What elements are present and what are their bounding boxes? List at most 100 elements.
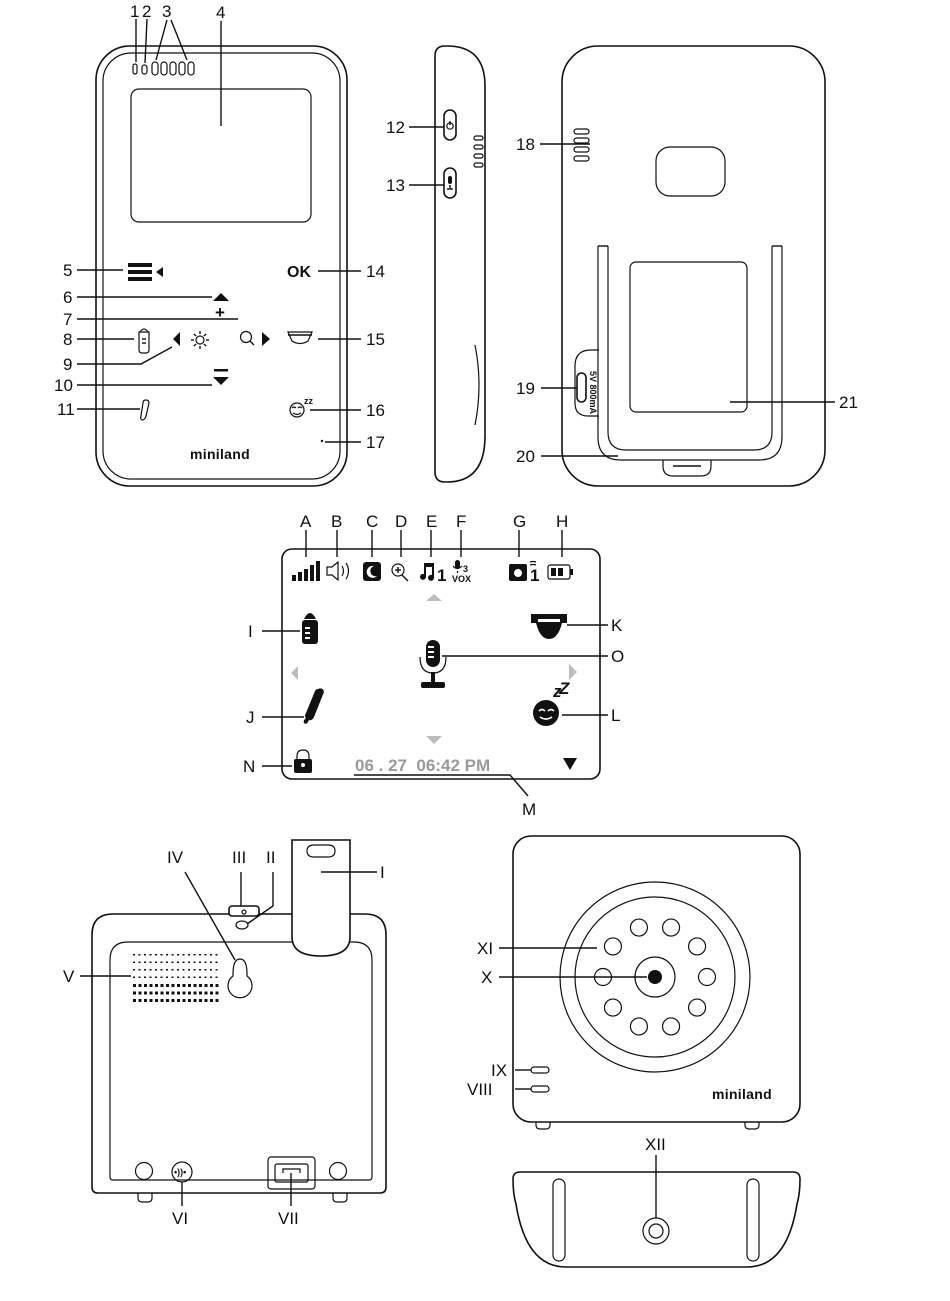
callout-2: 2 — [142, 2, 151, 21]
callout-5: 5 — [63, 261, 72, 280]
speaker-dot — [150, 984, 153, 987]
speaker-dot — [172, 962, 174, 964]
speaker-dot — [161, 984, 164, 987]
speaker-dot — [194, 992, 197, 995]
camera-bottom-view: XII — [513, 1135, 800, 1267]
speaker-dot — [205, 977, 207, 979]
speaker-dot — [177, 992, 180, 995]
callout-1: 1 — [130, 2, 139, 21]
speaker-dot — [183, 962, 185, 964]
callout-M: M — [522, 800, 536, 819]
speaker-dot — [166, 999, 169, 1002]
speaker-dot — [133, 969, 135, 971]
speaker-dot — [172, 984, 175, 987]
callout-21: 21 — [839, 393, 858, 412]
speaker-dot — [194, 962, 196, 964]
speaker-dot — [133, 954, 135, 956]
callout-XII: XII — [645, 1135, 666, 1154]
callout-IX: IX — [491, 1061, 507, 1080]
callout-N: N — [243, 757, 255, 776]
night-mode-icon — [363, 562, 381, 581]
callout-E: E — [426, 512, 437, 531]
callout-9: 9 — [63, 355, 72, 374]
callout-L: L — [611, 706, 620, 725]
speaker-dot — [188, 962, 190, 964]
speaker-dot — [166, 977, 168, 979]
speaker-dot — [150, 992, 153, 995]
speaker-dot — [150, 969, 152, 971]
callout-D: D — [395, 512, 407, 531]
callout-I-screen: I — [248, 622, 253, 641]
callout-15: 15 — [366, 330, 385, 349]
speaker-dot — [177, 977, 179, 979]
speaker-dot — [155, 992, 158, 995]
speaker-dot — [150, 954, 152, 956]
speaker-dot — [155, 977, 157, 979]
speaker-dot — [139, 962, 141, 964]
speaker-dot — [194, 954, 196, 956]
speaker-dot — [161, 999, 164, 1002]
speaker-dot — [210, 984, 213, 987]
monitor-front-view: + — [54, 2, 385, 486]
talk-button-icon — [444, 168, 456, 198]
speaker-dot — [205, 969, 207, 971]
speaker-dot — [144, 969, 146, 971]
speaker-dot — [139, 969, 141, 971]
callout-V: V — [63, 967, 75, 986]
speaker-dot — [133, 984, 136, 987]
speaker-dot — [199, 999, 202, 1002]
speaker-dot — [150, 962, 152, 964]
speaker-dot — [199, 962, 201, 964]
speaker-dot — [183, 999, 186, 1002]
callout-10: 10 — [54, 376, 73, 395]
callout-X: X — [481, 968, 492, 987]
speaker-dot — [194, 977, 196, 979]
callout-6: 6 — [63, 288, 72, 307]
speaker-dot — [133, 992, 136, 995]
callout-17: 17 — [366, 433, 385, 452]
speaker-dot — [216, 969, 218, 971]
speaker-dot — [183, 954, 185, 956]
speaker-dot — [188, 999, 191, 1002]
ok-button-label: OK — [287, 264, 311, 281]
speaker-dot — [139, 977, 141, 979]
speaker-dot — [210, 992, 213, 995]
speaker-dot — [177, 962, 179, 964]
speaker-dot — [199, 984, 202, 987]
callout-III: III — [232, 848, 246, 867]
speaker-dot — [150, 977, 152, 979]
speaker-dot — [161, 962, 163, 964]
callout-14: 14 — [366, 262, 385, 281]
speaker-dot — [188, 954, 190, 956]
speaker-dot — [183, 984, 186, 987]
speaker-dot — [161, 992, 164, 995]
speaker-dot — [144, 977, 146, 979]
speaker-dot — [210, 962, 212, 964]
speaker-dot — [155, 954, 157, 956]
speaker-dot — [144, 954, 146, 956]
callout-18: 18 — [516, 135, 535, 154]
camera-front-view: miniland XI X IX VIII — [467, 836, 800, 1129]
speaker-dot — [161, 969, 163, 971]
speaker-dot — [172, 992, 175, 995]
speaker-dot — [155, 962, 157, 964]
callout-G: G — [513, 512, 526, 531]
speaker-dot — [199, 969, 201, 971]
speaker-dot — [133, 977, 135, 979]
speaker-dot — [194, 969, 196, 971]
speaker-dot — [216, 954, 218, 956]
svg-text:Z: Z — [558, 679, 570, 698]
callout-13: 13 — [386, 176, 405, 195]
speaker-dot — [199, 954, 201, 956]
speaker-dot — [205, 992, 208, 995]
speaker-dot — [166, 954, 168, 956]
camera-back-view: •))• IV III II I V VI VII — [63, 840, 386, 1228]
callout-7: 7 — [63, 310, 72, 329]
speaker-dot — [194, 984, 197, 987]
monitor-back-view: 5V 800mA 18 19 20 21 — [516, 46, 858, 486]
callout-K: K — [611, 616, 623, 635]
speaker-dot — [155, 969, 157, 971]
speaker-dot — [183, 977, 185, 979]
speaker-dot — [216, 977, 218, 979]
svg-text:VOX: VOX — [452, 574, 471, 584]
